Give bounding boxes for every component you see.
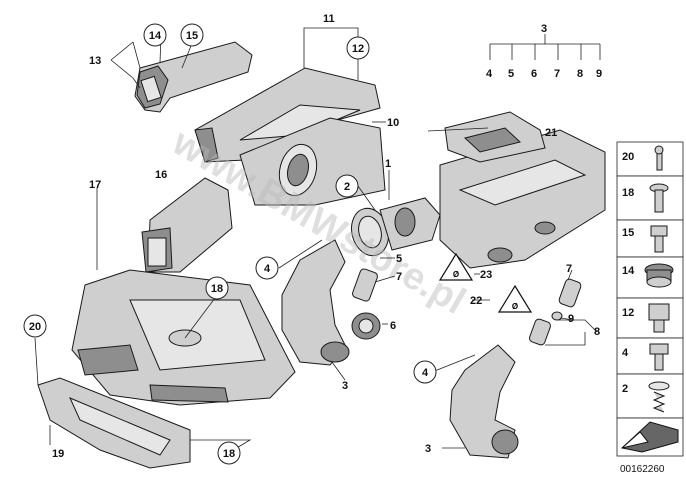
legend-panel: 20 18 15 14 12 4 2 00162260	[616, 141, 684, 475]
air-filter-housing-upper	[194, 67, 381, 163]
engine-cover	[71, 269, 296, 406]
callout-2: 2	[335, 174, 359, 198]
legend-screw-icon	[649, 183, 669, 213]
callout-8: 8	[594, 326, 600, 338]
intake-snorkel	[134, 41, 253, 113]
callout-22: 22	[470, 295, 482, 307]
callout-18-lower: 18	[217, 441, 241, 465]
legend-bolt-icon	[650, 225, 668, 253]
callout-3-upper: 3	[342, 380, 348, 392]
svg-text:14: 14	[149, 30, 162, 42]
legend-2: 2	[622, 383, 628, 395]
callout-7-lower: 7	[566, 263, 572, 275]
svg-text:18: 18	[211, 283, 223, 295]
callout-4-lower: 4	[413, 360, 437, 384]
callout-20: 20	[23, 314, 47, 338]
intake-hose-lower	[449, 344, 519, 459]
callout-23: 23	[480, 269, 492, 281]
group-6: 6	[531, 68, 537, 80]
legend-nut-icon	[648, 303, 670, 333]
legend-12: 12	[622, 307, 634, 319]
legend-14: 14	[622, 265, 635, 277]
legend-20: 20	[622, 151, 634, 163]
callout-15: 15	[180, 23, 204, 47]
svg-text:4: 4	[422, 367, 429, 379]
legend-grommet-icon	[644, 263, 674, 288]
callout-14: 14	[143, 23, 167, 47]
symbol-part-22: Ø	[497, 284, 533, 313]
mass-air-flow-sensor	[351, 197, 441, 257]
svg-text:4: 4	[264, 263, 271, 275]
legend-arrow-icon	[620, 421, 679, 453]
callout-4-upper: 4	[255, 256, 279, 280]
callout-1: 1	[385, 158, 391, 170]
group-7: 7	[554, 68, 560, 80]
legend-hex-bolt-icon	[649, 343, 669, 371]
connector-lower	[529, 278, 582, 346]
svg-text:Ø: Ø	[453, 270, 459, 279]
callout-12: 12	[346, 36, 370, 60]
group-5: 5	[508, 68, 514, 80]
connector-upper	[352, 268, 378, 302]
callout-10: 10	[387, 117, 399, 129]
callout-11: 11	[323, 13, 335, 25]
legend-18: 18	[622, 187, 634, 199]
group-8: 8	[577, 68, 583, 80]
group-4: 4	[486, 68, 493, 80]
symbol-part-23: Ø	[438, 252, 474, 281]
callout-3-top: 3	[541, 23, 547, 35]
legend-spring-clip-icon	[648, 381, 670, 413]
svg-text:Ø: Ø	[512, 302, 518, 311]
svg-text:20: 20	[29, 321, 41, 333]
legend-4: 4	[622, 347, 629, 359]
cylinder-head-cover	[439, 111, 606, 269]
callout-21: 21	[545, 127, 557, 139]
callout-9: 9	[568, 313, 574, 325]
svg-text:18: 18	[223, 448, 235, 460]
svg-text:2: 2	[344, 181, 350, 193]
callout-13: 13	[89, 55, 101, 67]
circled-callouts: 14 15 12 2 4 18 20 4 18	[23, 23, 437, 465]
bottom-cover	[37, 377, 191, 469]
legend-15: 15	[622, 227, 634, 239]
callout-6: 6	[390, 320, 396, 332]
grommet-part-6	[351, 312, 381, 340]
group-9: 9	[596, 68, 602, 80]
callout-3-lower: 3	[425, 443, 431, 455]
intake-duct	[141, 177, 233, 273]
callout-17: 17	[89, 179, 101, 191]
callout-19: 19	[52, 448, 64, 460]
callout-5: 5	[396, 253, 402, 265]
svg-text:12: 12	[352, 43, 364, 55]
callout-7-upper: 7	[396, 271, 402, 283]
legend-clip-icon	[654, 145, 664, 171]
intake-hose-upper	[281, 239, 350, 366]
svg-text:15: 15	[186, 30, 198, 42]
leader-lines	[34, 27, 601, 453]
callout-16: 16	[155, 169, 167, 181]
callout-labels: 13 11 10 1 5 7 6 3 16 17 19 21 23 22 7 9…	[52, 13, 602, 460]
callout-18-upper: 18	[205, 276, 229, 300]
diagram-code: 00162260	[620, 464, 665, 475]
